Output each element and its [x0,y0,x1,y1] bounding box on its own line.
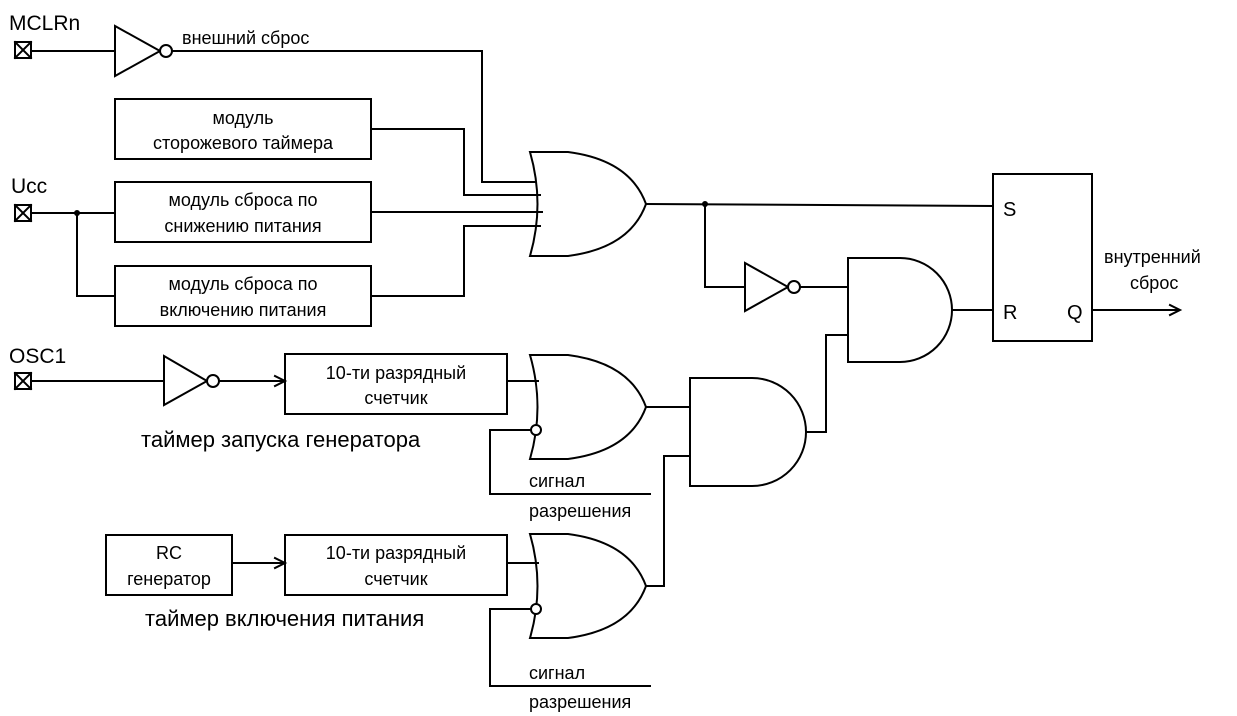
inversion-bubble-icon [530,424,542,436]
inversion-bubble-icon [530,603,542,615]
block-counter1-line2: счетчик [364,388,427,408]
block-watchdog-line2: сторожевого таймера [153,133,334,153]
wires [30,50,1183,687]
block-counter-1: 10-ти разрядный счетчик [284,353,508,415]
flipflop-r-label: R [1003,302,1017,324]
flipflop-s-label: S [1003,199,1016,221]
pin-osc1: OSC1 [9,345,66,391]
inverter-mclr [114,24,173,78]
block-rc-oscillator: RC генератор [105,534,233,596]
inverter-or-output [744,261,801,313]
block-por-line1: модуль сброса по [168,274,317,294]
label-oscillator-startup-timer: таймер запуска генератора [141,427,421,452]
label-enable-signal-2-line1: сигнал [529,663,585,683]
or-gate-osc-timer [528,354,648,460]
label-external-reset: внешний сброс [182,28,309,48]
pin-label-mclr: MCLRn [9,12,80,35]
label-enable-signal-1-line2: разрешения [529,501,631,521]
block-power-on-reset: модуль сброса по включению питания [114,265,372,327]
flipflop-q-label: Q [1067,302,1083,324]
inversion-bubble-icon [206,374,220,388]
label-internal-reset-line1: внутренний [1104,247,1201,267]
or-gate-power-timer [528,533,648,639]
pin-ucc: Ucc [11,175,47,223]
or-gate-main [528,151,648,257]
block-watchdog-timer: модуль сторожевого таймера [114,98,372,160]
block-brownout-line2: снижению питания [164,216,321,236]
and-gate-timers [689,377,807,487]
label-enable-signal-2-line2: разрешения [529,692,631,712]
block-brownout-line1: модуль сброса по [168,190,317,210]
block-brownout-reset: модуль сброса по снижению питания [114,181,372,243]
and-gate-r [847,257,953,363]
block-counter2-line1: 10-ти разрядный [326,543,466,563]
label-enable-signal-1-line1: сигнал [529,471,585,491]
inverter-osc1 [163,354,220,407]
block-rc-line1: RC [156,543,182,563]
label-powerup-timer: таймер включения питания [145,606,424,631]
block-counter2-line2: счетчик [364,569,427,589]
block-watchdog-line1: модуль [213,108,274,128]
inversion-bubble-icon [787,280,801,294]
block-counter-2: 10-ти разрядный счетчик [284,534,508,596]
block-rc-line2: генератор [127,569,211,589]
label-internal-reset-line2: сброс [1130,273,1178,293]
block-por-line2: включению питания [160,300,327,320]
junction-dot [702,201,708,207]
junction-dot [74,210,80,216]
block-counter1-line1: 10-ти разрядный [326,363,466,383]
inversion-bubble-icon [159,44,173,58]
rs-flipflop: S R Q [992,173,1093,342]
pin-label-osc1: OSC1 [9,345,66,368]
pin-label-ucc: Ucc [11,175,47,198]
